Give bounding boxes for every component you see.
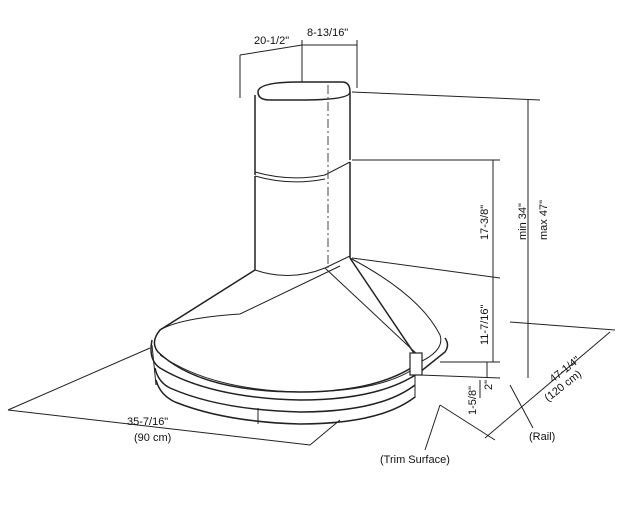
rail-height-label: 2" [483,380,495,390]
chimney-width-label: 8-13/16" [307,27,348,39]
depth-dimension: 47-1/4" (120 cm) [439,331,611,441]
rail-inner [159,354,416,393]
canopy [153,257,442,393]
rail-and-trim [150,337,449,425]
trim-ring-edge-left [151,344,157,386]
chimney-upper [254,92,351,175]
top-dimensions: 20-1/2" 8-13/16" [239,27,358,98]
rail-leader [509,384,534,429]
chimney-top [257,81,351,101]
chimney [254,81,351,277]
height-max-label: max 47" [538,200,550,240]
chimney-lower [254,162,351,270]
canopy-seam [324,267,419,356]
height-min-label: min 34" [517,203,529,240]
chimney-bottom [254,255,351,277]
rail-callout-label: (Rail) [529,431,555,443]
chimney-depth-label: 20-1/2" [254,35,289,47]
trim-ring-2 [155,379,416,425]
width-in-label: 35-7/16" [127,416,168,428]
trim-leader [424,404,441,451]
canopy-rim-right [349,257,442,363]
trim-height-label: 1-5/8" [467,386,479,415]
canopy-height-label: 11-7/16" [479,305,491,345]
width-cm-label: (90 cm) [134,432,171,444]
trim-ring-1 [154,367,416,413]
chimney-joint-2 [254,175,326,183]
trim-surface-callout-label: (Trim Surface) [380,454,450,466]
right-dimensions: min 34" max 47" 17-3/8" 11-7/16" 1-5/8" … [351,91,616,415]
canopy-body [153,257,422,393]
callouts: (Rail) (Trim Surface) [380,384,555,466]
canopy-rim [159,265,341,331]
chimney-joint [254,161,351,179]
rail-top [150,337,449,401]
chimney-height-label: 17-3/8" [479,205,491,240]
width-dimension: 35-7/16" (90 cm) [7,347,341,446]
rail-bracket [409,352,423,376]
